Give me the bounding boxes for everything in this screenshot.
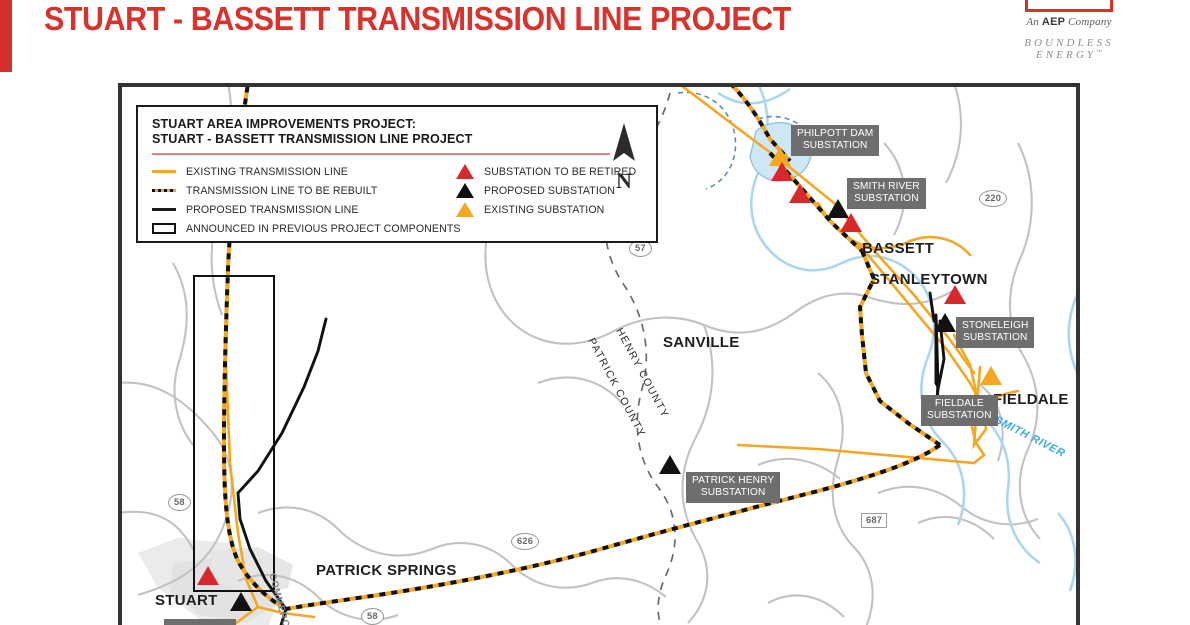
logo-mark [1025,0,1113,12]
waterways [717,87,1076,592]
page-title: STUART - BASSETT TRANSMISSION LINE PROJE… [44,0,791,37]
legend-label-announced-box: ANNOUNCED IN PREVIOUS PROJECT COMPONENTS [186,222,461,235]
trademark-symbol: ™ [1096,49,1103,56]
smith-river-line1: SMITH RIVER [853,181,920,192]
header-accent-bar [0,0,12,72]
legend-lines-column: EXISTING TRANSMISSION LINE TRANSMISSION … [152,162,460,238]
map-marker-patrick-henry-proposed[interactable] [659,455,681,474]
legend-item-announced-box: ANNOUNCED IN PREVIOUS PROJECT COMPONENTS [152,219,460,238]
map-marker-stuart-retired[interactable] [197,566,219,585]
aep-logo: An AEP Company BOUNDLESS ENERGY™ [994,0,1144,61]
legend-item-existing-substation: EXISTING SUBSTATION [452,200,632,219]
patrick-henry-line1: PATRICK HENRY [692,475,775,486]
legend-title-line1: STUART AREA IMPROVEMENTS PROJECT: [152,117,417,131]
city-label-fieldale: FIELDALE [993,391,1069,408]
legend-label-retired-substation: SUBSTATION TO BE RETIRED [484,165,637,178]
substation-label-fieldale: FIELDALE SUBSTATION [921,395,998,426]
red-triangle-icon [452,164,478,179]
stuart-bottom-label-block [164,619,236,625]
city-label-bassett: BASSETT [862,240,935,257]
legend-item-proposed-substation: PROPOSED SUBSTATION [452,181,632,200]
legend-label-rebuilt-line: TRANSMISSION LINE TO BE REBUILT [186,184,378,197]
legend-item-rebuilt-line: TRANSMISSION LINE TO BE REBUILT [152,181,452,200]
philpott-dam-line1: PHILPOTT DAM [797,128,874,139]
legend-label-existing-substation: EXISTING SUBSTATION [484,203,605,216]
legend-item-existing-line: EXISTING TRANSMISSION LINE [152,162,452,181]
fieldale-line1: FIELDALE [934,398,984,409]
substation-label-stoneleigh: STONELEIGH SUBSTATION [956,317,1035,348]
legend-title: STUART AREA IMPROVEMENTS PROJECT: STUART… [152,117,644,147]
north-arrow-icon [613,123,635,161]
legend-label-proposed-line: PROPOSED TRANSMISSION LINE [186,203,359,216]
legend-label-existing-line: EXISTING TRANSMISSION LINE [186,165,348,178]
legend-label-proposed-substation: PROPOSED SUBSTATION [484,184,616,197]
north-letter: N [616,168,632,193]
orange-triangle-icon [452,202,478,217]
route-shield-58-south: 58 [361,608,384,625]
city-label-stanleytown: STANLEYTOWN [870,271,988,288]
north-arrow: N [602,121,646,194]
route-shield-58-north: 58 [168,494,191,511]
substation-label-patrick-henry: PATRICK HENRY SUBSTATION [686,472,781,503]
legend-symbols-column: SUBSTATION TO BE RETIRED PROPOSED SUBSTA… [452,162,636,238]
logo-brand: AEP [1041,16,1066,28]
legend-title-line2: STUART - BASSETT TRANSMISSION LINE PROJE… [152,132,473,146]
fieldale-line2: SUBSTATION [927,410,992,422]
stoneleigh-line2: SUBSTATION [962,332,1028,344]
smith-river-line2: SUBSTATION [854,193,919,205]
logo-tagline-text: BOUNDLESS ENERGY [1024,37,1114,61]
city-label-sanville: SANVILLE [663,334,740,351]
route-shield-57: 57 [629,240,652,257]
route-shield-626: 626 [511,533,540,550]
map-marker-upstream-retired[interactable] [789,184,811,203]
map-legend: STUART AREA IMPROVEMENTS PROJECT: STUART… [136,105,658,243]
logo-tagline: BOUNDLESS ENERGY™ [994,37,1144,61]
announced-box-swatch-icon [152,223,178,234]
city-label-patrick-springs: PATRICK SPRINGS [316,562,457,579]
map-marker-fieldale-existing[interactable] [980,366,1002,385]
legend-item-retired-substation: SUBSTATION TO BE RETIRED [452,162,636,181]
legend-item-proposed-line: PROPOSED TRANSMISSION LINE [152,200,452,219]
route-shield-220: 220 [979,190,1008,207]
logo-prefix: An [1026,16,1042,28]
route-shield-687: 687 [861,513,888,528]
substation-label-smith-river: SMITH RIVER SUBSTATION [847,178,926,209]
city-label-stuart: STUART [155,592,218,609]
rebuilt-line-swatch-icon [152,188,178,193]
map-marker-stanleytown-retired[interactable] [944,285,966,304]
announced-previous-components-box [193,275,275,592]
substation-label-philpott-dam: PHILPOTT DAM SUBSTATION [791,125,880,156]
proposed-spur-stoneleigh [934,327,940,388]
patrick-henry-line2: SUBSTATION [700,487,766,499]
logo-suffix: Company [1065,16,1112,28]
map-marker-stuart-proposed[interactable] [230,592,252,611]
map-marker-philpott-retired[interactable] [771,162,793,181]
black-triangle-icon [452,183,478,198]
logo-company-line: An AEP Company [994,16,1144,28]
proposed-line-swatch-icon [152,208,178,211]
map-marker-philpott-dam-existing[interactable] [769,147,791,166]
stoneleigh-line1: STONELEIGH [962,320,1029,331]
legend-divider [152,153,610,155]
existing-line-swatch-icon [152,170,178,173]
map-marker-bassett-retired[interactable] [840,213,862,232]
map-marker-stoneleigh-proposed[interactable] [934,313,956,332]
philpott-dam-line2: SUBSTATION [802,140,868,152]
